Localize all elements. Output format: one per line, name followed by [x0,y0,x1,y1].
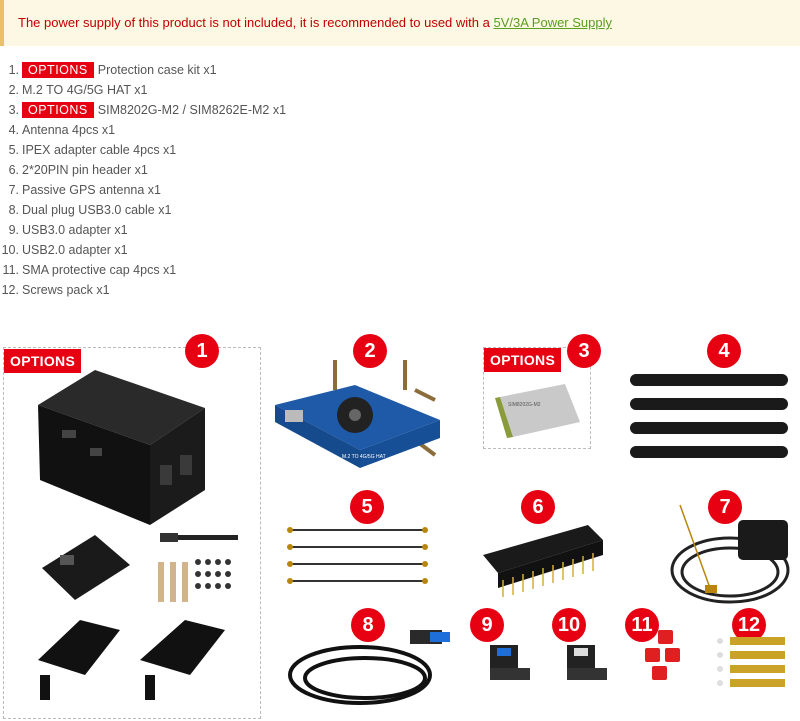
list-item: 2.M.2 TO 4G/5G HAT x1 [0,80,286,100]
module-panel [483,347,591,449]
list-item-number: 12. [1,283,19,297]
power-supply-link[interactable]: 5V/3A Power Supply [493,15,613,30]
list-item: 8.Dual plug USB3.0 cable x1 [0,200,286,220]
badge-3: 3 [567,334,601,368]
list-item: 9.USB3.0 adapter x1 [0,220,286,240]
ipex-cables-image [287,527,428,584]
badge-8: 8 [351,608,385,642]
list-item-number: 2. [8,83,19,97]
badge-11: 11 [625,608,659,642]
case-kit-panel [3,347,261,719]
badge-4: 4 [707,334,741,368]
badge-1: 1 [185,334,219,368]
badge-10: 10 [552,608,586,642]
module-label: SIM8202G-M2 [508,402,541,408]
screws-pack-image [717,637,785,687]
list-item-text: Passive GPS antenna x1 [22,183,161,197]
list-item-text: SIM8202G-M2 / SIM8262E-M2 x1 [97,103,287,117]
badge-9: 9 [470,608,504,642]
badge-6: 6 [521,490,555,524]
hat-board-image [275,360,440,468]
list-item-text: USB2.0 adapter x1 [22,243,128,257]
list-item-text: Dual plug USB3.0 cable x1 [22,203,172,217]
list-item-number: 11. [2,263,19,277]
power-supply-notice: The power supply of this product is not … [0,0,800,46]
antennas-image [630,374,788,458]
list-item: 4.Antenna 4pcs x1 [0,120,286,140]
list-item: 11.SMA protective cap 4pcs x1 [0,260,286,280]
options-badge-module: OPTIONS [484,348,562,372]
options-tag: OPTIONS [22,62,94,78]
sma-caps-image [645,630,680,680]
notice-message: The power supply of this product is not … [18,15,494,30]
list-item-number: 9. [8,223,19,237]
badge-5: 5 [350,490,384,524]
list-item: 7.Passive GPS antenna x1 [0,180,286,200]
usb-cable-image [288,630,450,705]
list-item-number: 6. [8,163,19,177]
list-item-number: 10. [1,243,19,257]
list-item: 12.Screws pack x1 [0,280,286,300]
list-item-number: 3. [8,103,19,117]
list-item-number: 5. [8,143,19,157]
badge-12: 12 [732,608,766,642]
package-figure: OPTIONS 1 2 [0,330,800,721]
case-kit-image [38,370,238,700]
list-item-number: 1. [8,63,19,77]
module-image [495,384,580,438]
pin-header-image [483,525,603,597]
list-item: 5.IPEX adapter cable 4pcs x1 [0,140,286,160]
list-item-text: IPEX adapter cable 4pcs x1 [22,143,177,157]
list-item-text: USB3.0 adapter x1 [22,223,128,237]
list-item-text: SMA protective cap 4pcs x1 [22,263,177,277]
list-item: 6.2*20PIN pin header x1 [0,160,286,180]
list-item: 10.USB2.0 adapter x1 [0,240,286,260]
gps-antenna-image [670,504,790,604]
list-item-text: Screws pack x1 [22,283,110,297]
list-item-text: 2*20PIN pin header x1 [22,163,148,177]
notice-text: The power supply of this product is not … [18,15,612,30]
list-item-text: M.2 TO 4G/5G HAT x1 [22,83,148,97]
options-badge-case: OPTIONS [4,349,82,373]
list-item-text: Protection case kit x1 [97,63,217,77]
options-tag: OPTIONS [22,102,94,118]
usb2-adapter-image [567,645,607,680]
list-item-number: 4. [8,123,19,137]
badge-7: 7 [708,490,742,524]
usb3-adapter-image [490,645,530,680]
hat-board-label: M.2 TO 4G/5G HAT [342,454,386,460]
badge-2: 2 [353,334,387,368]
list-item-number: 8. [8,203,19,217]
list-item-number: 7. [8,183,19,197]
list-item-text: Antenna 4pcs x1 [22,123,116,137]
